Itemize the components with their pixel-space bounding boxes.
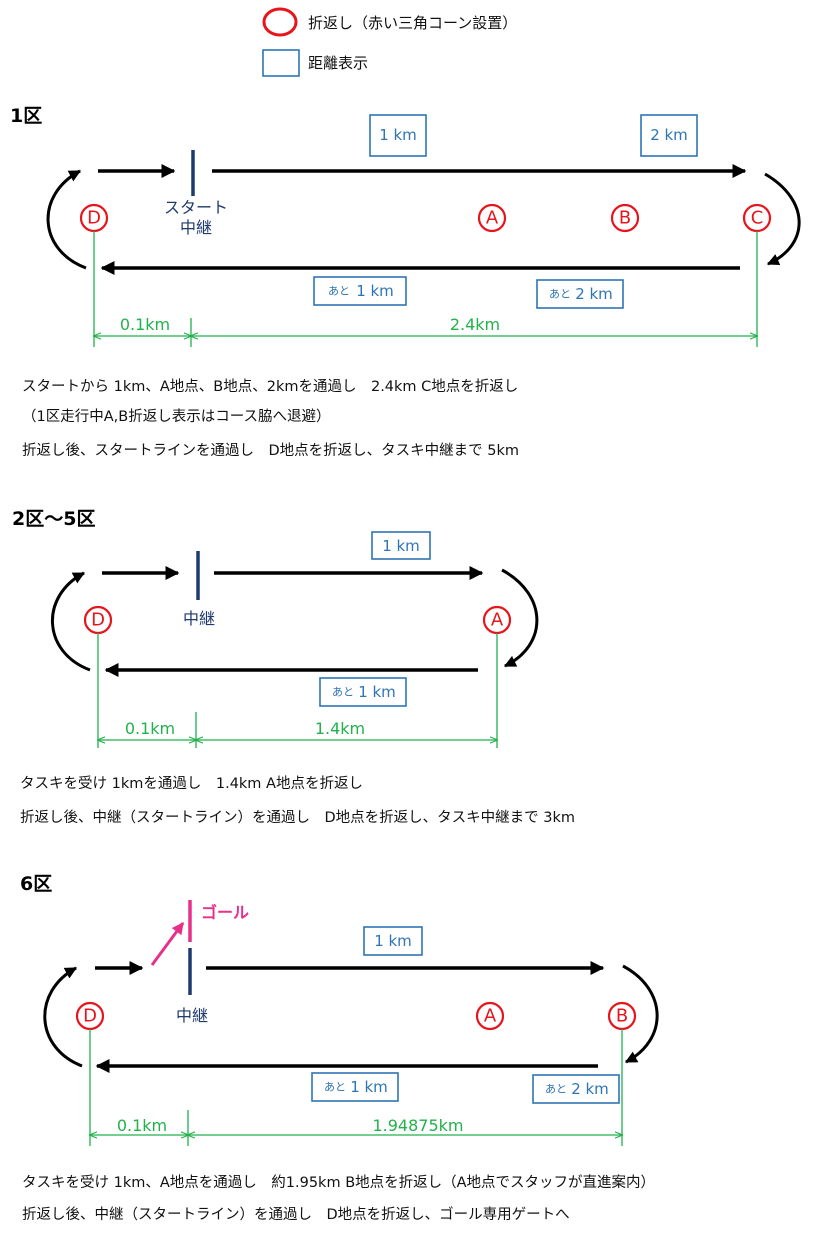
distance-marker-label: 1 km [358,683,396,701]
section-1: 1区 1 km 2 km スタート 中継 D A B C あと 1 km あと … [10,105,801,459]
measure-label: 0.1km [125,719,175,738]
goal-arrow [150,922,185,966]
distance-marker-label: 1 km [382,537,420,555]
measure-label: 0.1km [120,315,170,334]
legend: 折返し（赤い三角コーン設置） 距離表示 [262,7,517,77]
section-description: スタートから 1km、A地点、B地点、2kmを通過し 2.4km C地点を折返し [22,378,518,395]
cone-point-label: B [619,208,631,229]
distance-marker-box [640,114,698,157]
section-description: タスキを受け 1km、A地点を通過し 約1.95km B地点を折返し（A地点でス… [22,1173,655,1191]
cone-point-label: D [91,610,105,631]
section-description: 折返し後、中継（スタートライン）を通過し D地点を折返し、タスキ中継まで 3km [20,809,575,826]
section-description: 折返し後、中継（スタートライン）を通過し D地点を折返し、ゴール専用ゲートへ [22,1205,570,1223]
relay-label: 中継 [176,1006,208,1025]
start-relay-label: 中継 [180,218,212,237]
distance-marker-prefix: あと [549,288,571,301]
measure-label: 2.4km [450,315,500,334]
section-title: 2区〜5区 [12,508,95,530]
measure-label: 1.4km [315,719,365,738]
measure-label: 1.94875km [372,1116,463,1135]
turn-arc-left [46,169,87,270]
section-title: 6区 [20,873,52,895]
section-title: 1区 [10,105,42,127]
distance-marker-label: 2 km [571,1080,609,1098]
cone-point-label: A [484,1006,497,1027]
turn-arc-right [622,964,659,1064]
section-description: タスキを受け 1kmを通過し 1.4km A地点を折返し [20,775,363,792]
distance-marker-prefix: あと [332,686,354,699]
distance-marker-box [319,677,407,707]
distance-marker-prefix: あと [324,1081,346,1094]
turn-arc-left [43,966,83,1068]
distance-marker-prefix: あと [545,1083,567,1096]
legend-cone-icon [262,7,298,37]
distance-marker-label: 1 km [350,1078,388,1096]
distance-marker-label: 2 km [650,126,688,144]
start-relay-label: スタート [164,198,228,217]
legend-cone-label: 折返し（赤い三角コーン設置） [308,14,517,32]
cone-point-label: C [751,208,764,229]
relay-label: 中継 [183,609,215,628]
section-2-5: 2区〜5区 1 km 中継 D A あと 1 km 0.1km 1.4km タス… [12,508,575,826]
cone-point-label: A [491,610,504,631]
distance-marker-box [532,1074,620,1104]
section-description: （1区走行中A,B折返し表示はコース脇へ退避） [22,408,330,425]
distance-marker-box [311,1072,399,1102]
distance-marker-label: 1 km [374,932,412,950]
distance-marker-box [369,114,427,157]
distance-marker-prefix: あと [328,285,350,298]
section-6: 6区 ゴール 1 km 中継 D A B あと 1 km あと 2 km 0.1… [20,873,659,1223]
distance-marker-label: 1 km [356,282,394,300]
distance-marker-label: 1 km [379,126,417,144]
cone-point-label: D [87,208,101,229]
goal-label: ゴール [201,903,249,922]
distance-marker-box [371,531,431,560]
section-description: 折返し後、スタートラインを通過し D地点を折返し、タスキ中継まで 5km [22,442,519,459]
turn-arc-right [501,568,539,668]
measure-label: 0.1km [117,1116,167,1135]
legend-distance-icon [262,49,300,77]
distance-marker-label: 2 km [575,285,613,303]
cone-point-b [610,203,640,233]
legend-distance-label: 距離表示 [308,54,368,72]
cone-point-label: A [486,208,499,229]
turn-arc-left [50,571,91,672]
cone-point-a [477,203,507,233]
distance-marker-box [363,926,423,956]
distance-marker-box [313,276,407,306]
cone-point-a [475,1001,505,1031]
cone-point-label: B [616,1006,628,1027]
distance-marker-box [536,279,624,309]
turn-arc-right [764,172,801,266]
cone-point-label: D [83,1006,97,1027]
